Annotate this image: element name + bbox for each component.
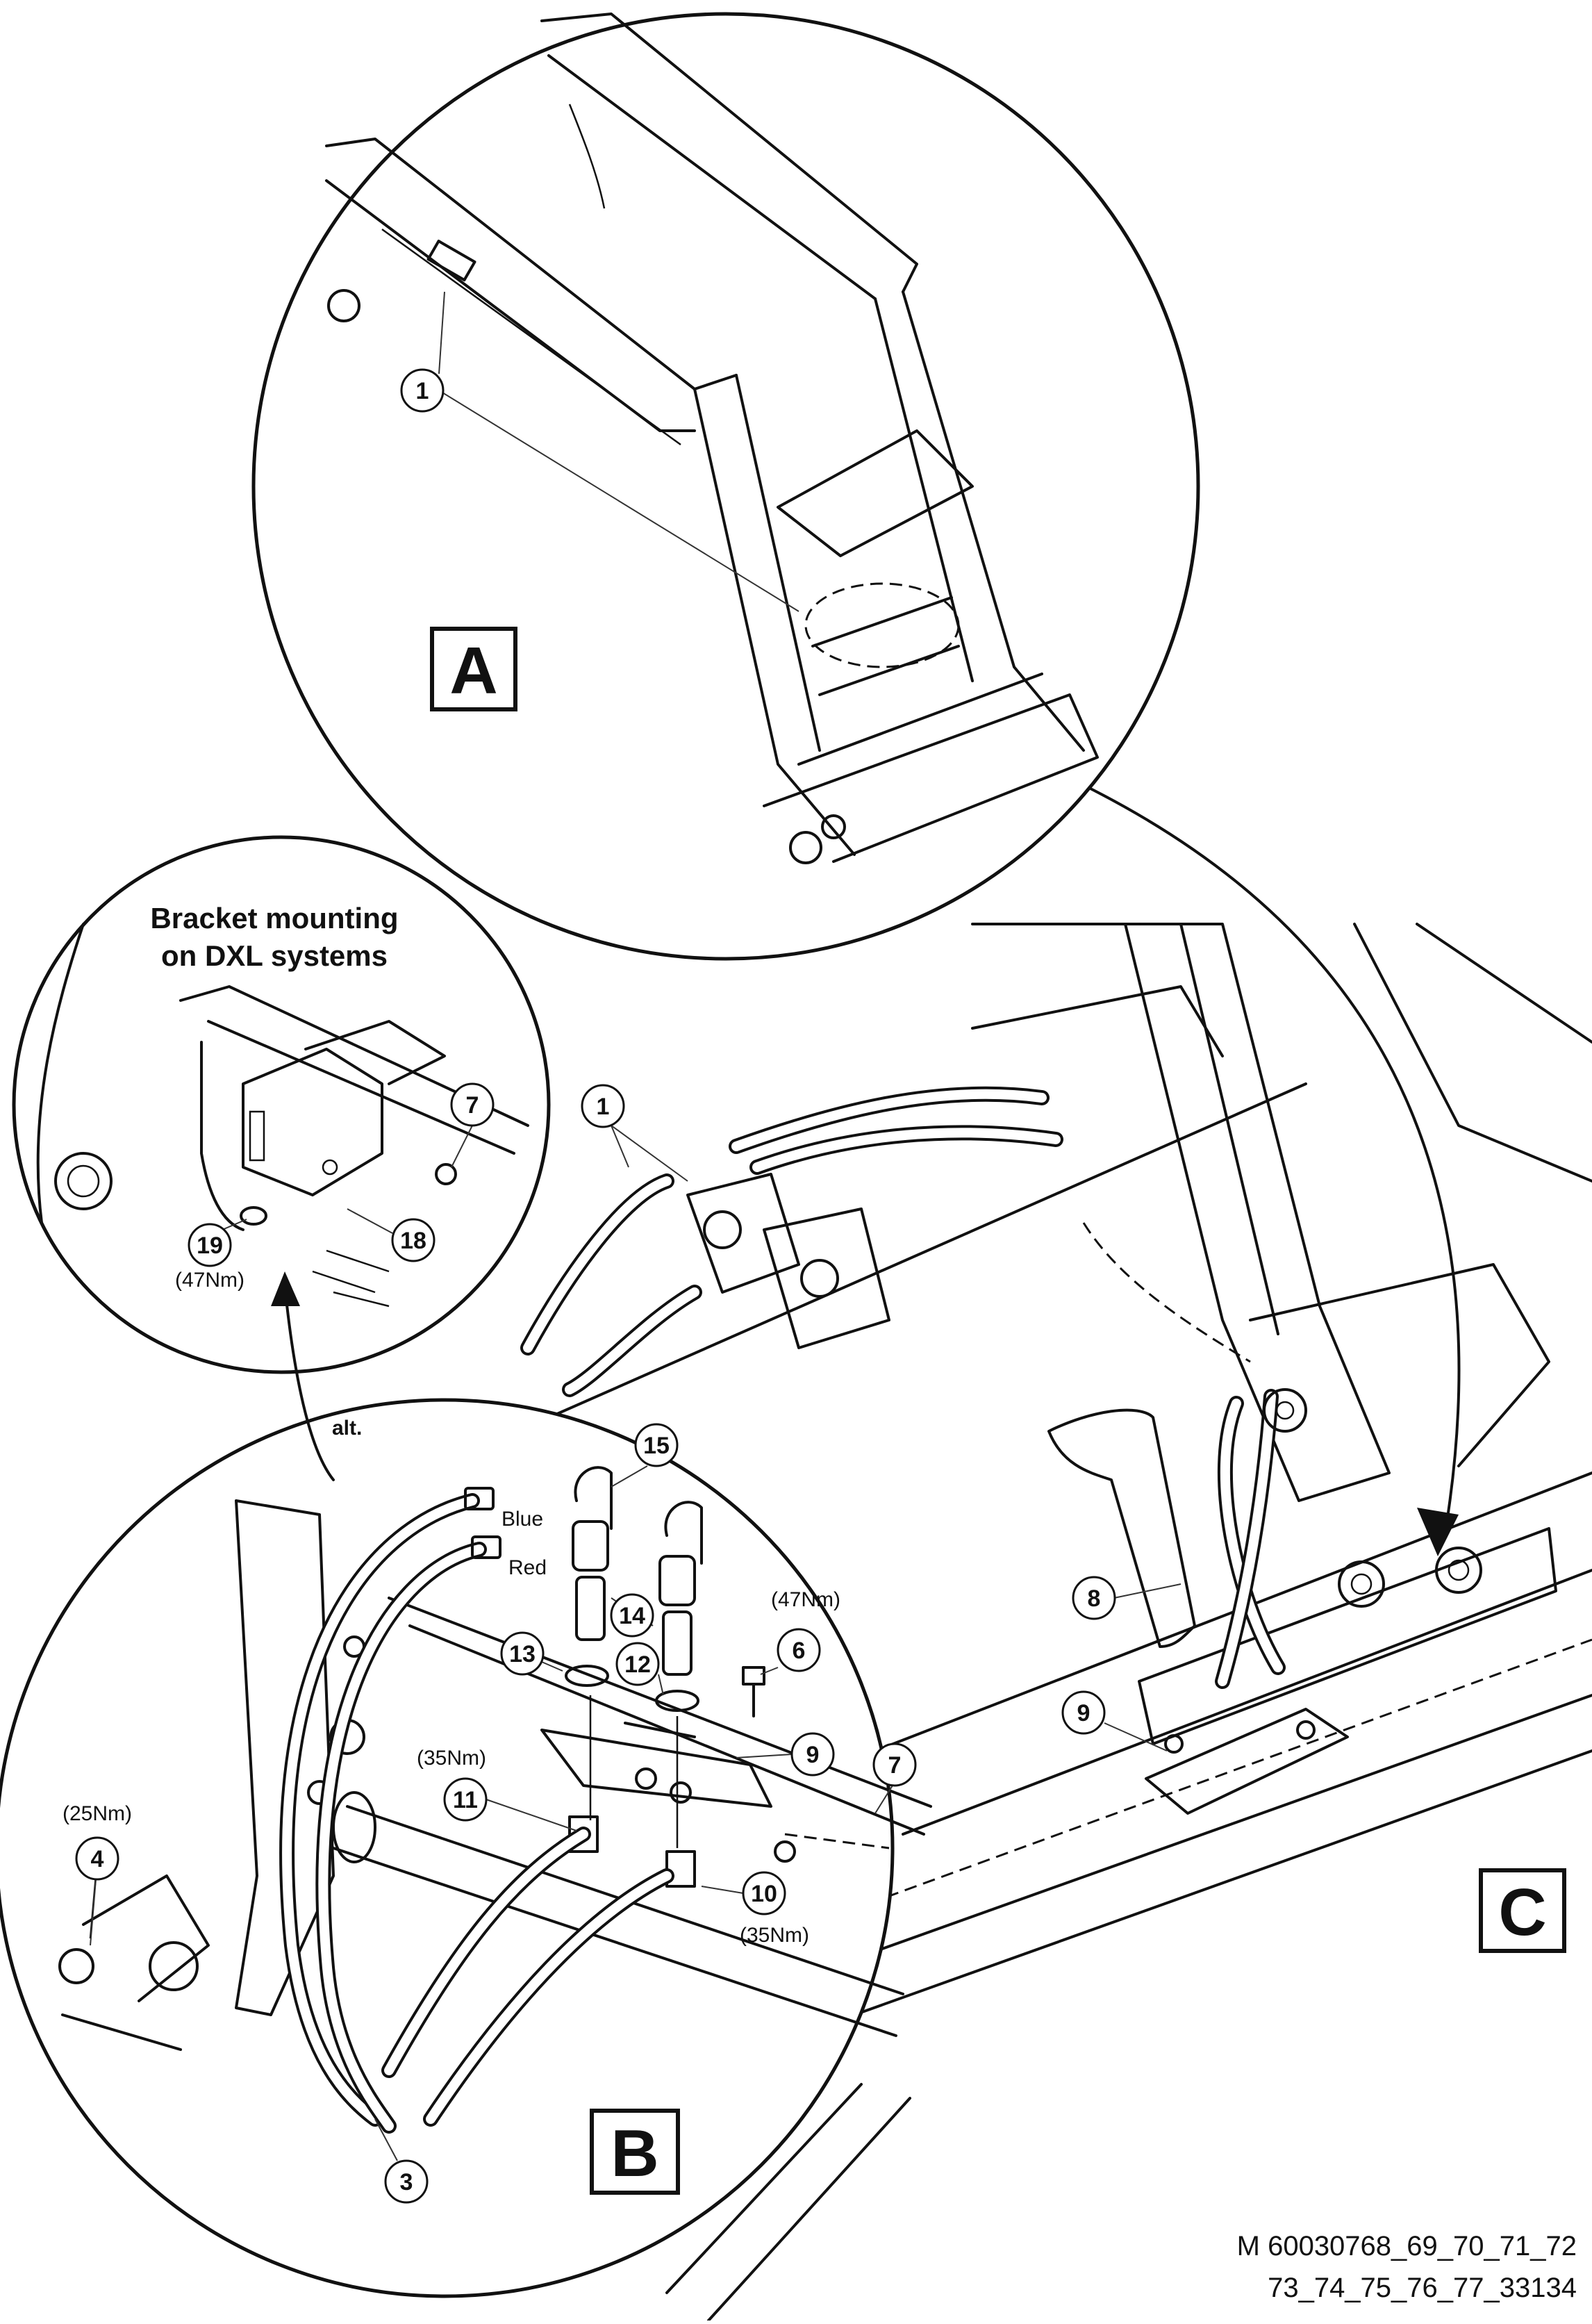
callout-c8: 8: [1088, 1585, 1101, 1612]
callout-b4: 4: [91, 1846, 104, 1872]
callout-b10-circle: [742, 1871, 786, 1915]
callout-c9-circle: [1061, 1690, 1106, 1735]
callout-d18-circle: [391, 1218, 436, 1262]
callout-c1: 1: [597, 1094, 610, 1120]
callout-b11: 11: [453, 1787, 478, 1813]
callout-b3: 3: [400, 2169, 413, 2195]
detail-title-line2: on DXL systems: [161, 939, 388, 972]
view-b-circle: [0, 1398, 895, 2298]
callout-d7: 7: [466, 1092, 479, 1119]
torque-b10: (35Nm): [740, 1924, 809, 1947]
alt-label: alt.: [332, 1417, 362, 1440]
view-b-label-box: [590, 2109, 680, 2195]
hose-label-blue: Blue: [501, 1508, 543, 1531]
view-c-assembly: [485, 784, 1592, 2322]
callout-b14: 14: [619, 1603, 645, 1629]
callout-b13-circle: [500, 1631, 545, 1676]
detail-bracket-mounting: Bracket mounting on DXL systems 7 18 19 …: [12, 835, 551, 1374]
callout-d19-circle: [188, 1223, 232, 1267]
callout-a1-circle: [400, 368, 445, 413]
callout-b6: 6: [793, 1638, 806, 1664]
callout-b7-circle: [872, 1742, 917, 1787]
view-a-label-box: [430, 627, 517, 711]
view-a-label: A: [449, 634, 497, 708]
callout-b9-circle: [790, 1732, 835, 1777]
detail-title-line1: Bracket mounting: [150, 902, 398, 934]
callout-d19: 19: [197, 1233, 223, 1259]
torque-d19: (47Nm): [175, 1269, 244, 1292]
callout-c1-circle: [581, 1084, 625, 1128]
callout-d7-circle: [450, 1082, 495, 1127]
view-b: alt.: [0, 1271, 932, 2298]
callout-b12-circle: [615, 1642, 660, 1686]
callout-b10: 10: [751, 1881, 777, 1907]
callout-a1: 1: [416, 378, 429, 404]
callout-c9: 9: [1077, 1700, 1091, 1726]
callout-b11-circle: [443, 1777, 488, 1822]
callout-b7: 7: [888, 1752, 902, 1779]
view-c-callouts: 1 8 9 C: [581, 1084, 1566, 1953]
callout-b6-circle: [777, 1628, 821, 1672]
callout-b9: 9: [806, 1742, 820, 1768]
callout-b3-circle: [384, 2159, 429, 2204]
drawing-ref-line2: 73_74_75_76_77_33134: [1268, 2273, 1577, 2303]
callout-b14-circle: [610, 1593, 654, 1638]
view-c-label-box: [1479, 1868, 1566, 1953]
torque-b6: (47Nm): [771, 1588, 840, 1611]
callout-c8-circle: [1072, 1576, 1116, 1620]
view-a: 1 A: [251, 12, 1200, 961]
callout-b15: 15: [643, 1433, 670, 1459]
drawing-ref-line1: M 60030768_69_70_71_72: [1237, 2231, 1577, 2261]
hose-label-red: Red: [508, 1556, 547, 1579]
callout-b15-circle: [634, 1423, 679, 1467]
callout-b4-circle: [75, 1836, 119, 1881]
torque-b11: (35Nm): [417, 1747, 486, 1770]
callout-b13: 13: [509, 1641, 536, 1667]
callout-d18: 18: [400, 1228, 426, 1254]
view-b-label: B: [611, 2116, 658, 2191]
view-c-label: C: [1498, 1875, 1546, 1950]
view-a-circle: [251, 12, 1200, 961]
torque-b4: (25Nm): [63, 1802, 132, 1825]
callout-b12: 12: [624, 1651, 651, 1678]
